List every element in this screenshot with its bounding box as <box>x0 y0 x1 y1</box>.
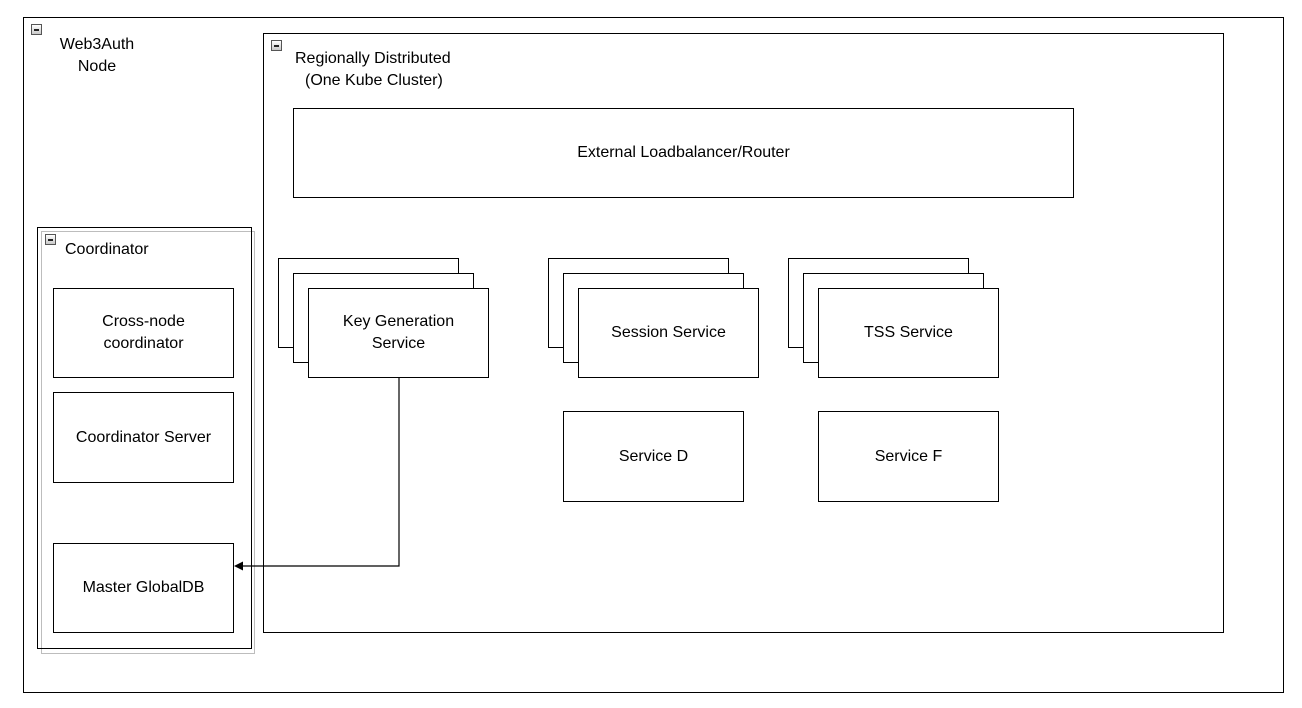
coordinator-server-box[interactable]: Coordinator Server <box>53 392 234 483</box>
regional-cluster-collapse-icon[interactable] <box>271 40 282 51</box>
regional-cluster-title: Regionally Distributed <box>295 50 451 67</box>
key-generation-service-box[interactable]: Key Generation Service <box>308 288 489 378</box>
regional-cluster-subtitle: (One Kube Cluster) <box>305 72 443 89</box>
service-f-box[interactable]: Service F <box>818 411 999 502</box>
tss-service-box[interactable]: TSS Service <box>818 288 999 378</box>
session-service-box[interactable]: Session Service <box>578 288 759 378</box>
web3auth-node-title: Web3Auth Node <box>59 36 135 75</box>
arrowhead-icon <box>234 561 243 571</box>
coordinator-collapse-icon[interactable] <box>45 234 56 245</box>
web3auth-node-collapse-icon[interactable] <box>31 24 42 35</box>
coordinator-shadow-frame <box>41 231 255 654</box>
coordinator-container <box>37 227 252 649</box>
master-globaldb-box[interactable]: Master GlobalDB <box>53 543 234 633</box>
external-loadbalancer-box[interactable]: External Loadbalancer/Router <box>293 108 1074 198</box>
service-d-box[interactable]: Service D <box>563 411 744 502</box>
cross-node-coordinator-box[interactable]: Cross-node coordinator <box>53 288 234 378</box>
coordinator-title: Coordinator <box>65 241 149 258</box>
